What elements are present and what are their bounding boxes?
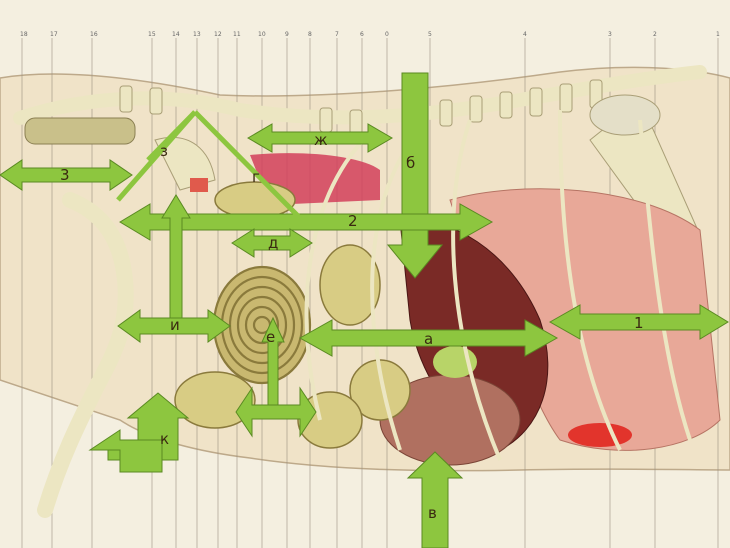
arrow-a <box>298 319 559 357</box>
arrow-zh <box>247 123 393 153</box>
ruler-label: 4 <box>523 31 527 38</box>
ruler-label: 13 <box>193 31 201 38</box>
arrow-i-stem <box>161 194 191 319</box>
label-b: б <box>406 154 415 172</box>
label-a: а <box>424 330 433 348</box>
ruler-label: 9 <box>285 31 289 38</box>
label-v: в <box>428 504 437 522</box>
arrow-d <box>231 228 313 258</box>
label-e: е <box>266 328 275 346</box>
arrow-labels: 3 б 2 ж д а 1 и е в к г з <box>60 131 644 522</box>
ruler-label: 5 <box>428 31 432 38</box>
label-z: з <box>160 142 168 160</box>
label-3: 3 <box>60 166 70 184</box>
top-ruler: 18 17 16 15 14 13 12 11 10 9 8 7 6 0 5 4… <box>20 31 720 38</box>
arrow-3 <box>0 159 133 191</box>
ruler-label: 8 <box>308 31 312 38</box>
ruler-label: 17 <box>50 31 58 38</box>
label-i: и <box>170 316 180 334</box>
ruler-label: 14 <box>172 31 180 38</box>
arrow-1 <box>548 304 729 340</box>
arrow-k-lower <box>88 429 163 473</box>
intestine-coil <box>212 265 312 385</box>
ruler-label: 1 <box>716 31 720 38</box>
arrows-layer <box>0 72 729 548</box>
ruler-label: 16 <box>90 31 98 38</box>
small-red-organ <box>190 178 208 192</box>
ruler-label: 15 <box>148 31 156 38</box>
scapula-head <box>589 94 661 136</box>
arrow-g <box>116 110 302 220</box>
arrow-b <box>386 72 444 279</box>
label-d: д <box>268 234 278 252</box>
ruler-label: 2 <box>653 31 657 38</box>
intestine-loops <box>174 181 411 449</box>
vertebrae <box>119 79 603 135</box>
arrow-e-horizontal <box>235 386 317 438</box>
arrow-e-vertical <box>261 316 285 409</box>
ruler-label: 12 <box>214 31 222 38</box>
arrow-i <box>117 309 231 343</box>
ruler-label: 0 <box>385 31 389 38</box>
label-k: к <box>160 430 169 448</box>
ruler-label: 6 <box>360 31 364 38</box>
ruler-label: 10 <box>258 31 266 38</box>
arrow-2 <box>119 203 494 241</box>
label-1: 1 <box>634 314 644 332</box>
label-g: г <box>252 168 260 186</box>
label-2: 2 <box>348 212 358 230</box>
label-zh: ж <box>314 131 328 149</box>
arrow-v <box>406 451 464 548</box>
ribs <box>304 109 692 461</box>
hind-leg-bone <box>37 192 134 518</box>
ruler-label: 11 <box>233 31 241 38</box>
ruler-label: 3 <box>608 31 612 38</box>
ruler-label: 7 <box>335 31 339 38</box>
ruler-label: 18 <box>20 31 28 38</box>
pelvis-bone <box>24 117 136 145</box>
heart <box>568 423 632 447</box>
